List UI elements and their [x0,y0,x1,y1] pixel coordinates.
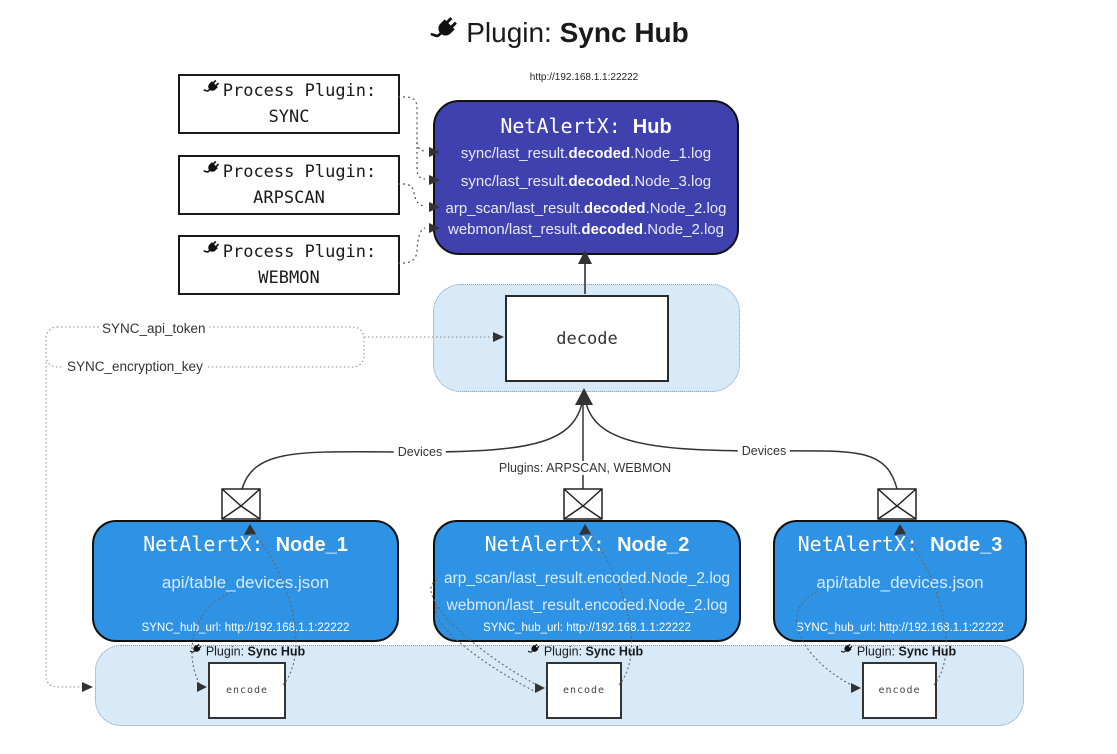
plug-icon [189,643,203,660]
plug-icon [202,78,221,105]
node-title: NetAlertX: Node_1 [143,532,348,556]
sync-api-token-label: SYNC_api_token [99,321,209,336]
hub-log-line: arp_scan/last_result.decoded.Node_2.log [445,200,727,217]
node-hub-url: SYNC_hub_url: http://192.168.1.1:22222 [141,622,350,634]
decode-box: decode [505,295,669,382]
process-plugin-heading: Process Plugin: [222,162,377,182]
hub-box: NetAlertX: Hub sync/last_result.decoded.… [433,100,739,255]
encode-label: encode [878,685,921,696]
node-1-box: NetAlertX: Node_1 api/table_devices.json… [92,520,399,642]
node-file-line: webmon/last_result.encoded.Node_2.log [446,597,728,614]
envelope-icon [221,488,917,520]
sync-encryption-key-label: SYNC_encryption_key [64,359,206,374]
plug-icon [840,643,854,660]
node-to-decode-edges [241,397,898,490]
node-file-line: arp_scan/last_result.encoded.Node_2.log [443,570,731,587]
node-hub-url: SYNC_hub_url: http://192.168.1.1:22222 [483,622,691,634]
devices-right-label: Devices [737,444,791,458]
process-plugin-name: SYNC [268,107,310,127]
encode-box-2: encode [546,662,622,719]
page-title-text: Plugin: Sync Hub [466,16,689,48]
plugin-sync-hub-label: Plugin: Sync Hub [527,643,643,660]
hub-url: http://192.168.1.1:22222 [529,72,639,83]
hub-log-line: sync/last_result.decoded.Node_1.log [460,145,712,162]
plug-icon [428,14,460,51]
plugin-sync-hub-label: Plugin: Sync Hub [840,643,956,660]
plug-icon [202,159,221,186]
process-plugin-heading: Process Plugin: [222,242,377,262]
devices-left-label: Devices [393,445,447,459]
node-2-box: NetAlertX: Node_2 arp_scan/last_result.e… [433,520,741,642]
hub-title: NetAlertX: Hub [500,114,672,138]
encode-box-3: encode [862,662,937,719]
process-plugin-edges [398,96,426,264]
process-plugin-name: WEBMON [258,268,320,288]
decode-label: decode [556,328,618,349]
process-plugin-name: ARPSCAN [253,188,325,208]
process-plugin-webmon-box: Process Plugin: WEBMON [178,235,400,295]
plug-icon [202,239,221,266]
process-plugin-arpscan-box: Process Plugin: ARPSCAN [178,155,400,215]
encode-box-1: encode [208,662,286,719]
node-3-box: NetAlertX: Node_3 api/table_devices.json… [773,520,1027,642]
hub-log-line: webmon/last_result.decoded.Node_2.log [448,221,724,238]
hub-log-line: sync/last_result.decoded.Node_3.log [460,173,712,190]
node-file-line: api/table_devices.json [816,573,984,592]
process-plugin-sync-box: Process Plugin: SYNC [178,74,400,134]
node-hub-url: SYNC_hub_url: http://192.168.1.1:22222 [796,622,1004,634]
encode-label: encode [562,685,606,696]
process-plugin-heading: Process Plugin: [222,81,377,101]
plugins-center-label: Plugins: ARPSCAN, WEBMON [494,461,676,475]
page-title: Plugin: Sync Hub [0,14,1117,51]
node-title: NetAlertX: Node_3 [797,532,1003,556]
plugin-sync-hub-label: Plugin: Sync Hub [189,643,305,660]
node-title: NetAlertX: Node_2 [484,532,690,556]
encode-label: encode [225,685,269,696]
node-file-line: api/table_devices.json [161,573,330,592]
plug-icon [527,643,541,660]
